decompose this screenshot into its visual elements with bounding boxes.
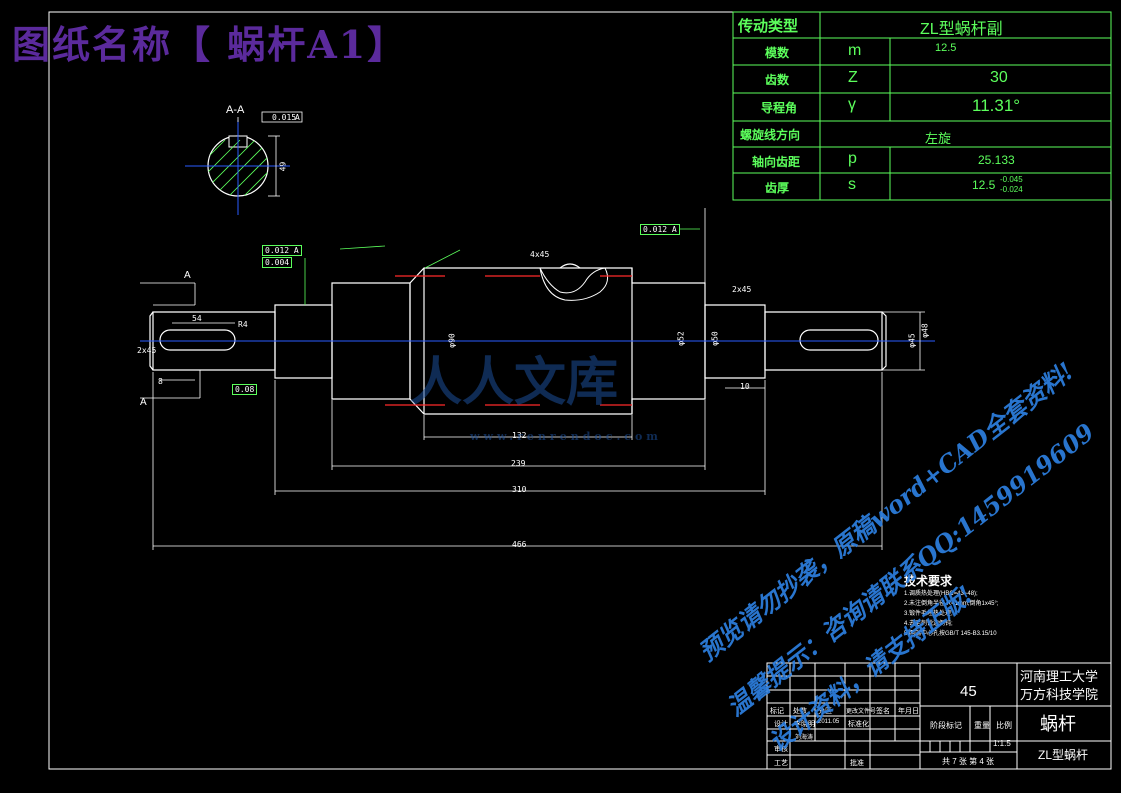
param-symbol-module: m (848, 42, 862, 59)
dim-r4: R4 (238, 320, 248, 329)
rev-doc: 更改文件号 (846, 709, 877, 715)
dimension-lines (140, 208, 925, 550)
process-label: 工艺 (774, 760, 788, 767)
tech-item-3: 3.锻件毛坯热处理; (904, 611, 953, 617)
check-label: 审核 (774, 746, 788, 753)
dim-54: 54 (192, 314, 202, 323)
gdt-c-datum: A (671, 225, 677, 234)
sheet-count: 共 7 张 第 4 张 (942, 757, 995, 766)
section-tol-datum: A (295, 113, 300, 122)
school-line-1: 河南理工大学 (1020, 669, 1099, 684)
table-header-type-value: ZL型蜗杆副 (920, 21, 1003, 38)
dim-phi-48: φ48 (920, 323, 930, 338)
param-value-axial-pitch: 25.133 (978, 153, 1015, 167)
param-value-lead-angle: 11.31° (972, 96, 1021, 115)
table-header-type-label: 传动类型 (738, 18, 799, 35)
gdt-a-value: 0.012 (265, 246, 290, 255)
designer-name: 李晓明 (794, 721, 815, 728)
section-tol-value: 0.015 (272, 113, 297, 122)
design-date: 2011.05 (818, 719, 840, 725)
gdt-a-datum: A (293, 246, 299, 255)
param-tol-lower: -0.024 (1000, 185, 1023, 194)
dim-10: 10 (740, 382, 750, 391)
dim-466: 466 (512, 540, 527, 549)
material: 45 (960, 683, 977, 700)
dim-239: 239 (511, 459, 526, 468)
pitch-lines (385, 275, 632, 406)
param-value-helix: 左旋 (925, 131, 952, 146)
param-tol-upper: -0.045 (1000, 175, 1023, 184)
drawing-code: ZL型蜗杆 (1038, 748, 1089, 762)
param-name-helix: 螺旋线方向 (740, 128, 801, 142)
gdt-runout-a: 0.012 A (262, 245, 302, 256)
tech-item-5: 5.两端中心孔按GB/T 145-B3.15/10 (904, 631, 997, 637)
param-value-module: 12.5 (935, 42, 957, 54)
drawing-border (48, 11, 1112, 770)
dim-132: 132 (512, 431, 527, 440)
dim-8: 8 (158, 377, 163, 386)
drawer-name: 刘海涛 (795, 735, 814, 741)
section-mark-top: A (184, 270, 191, 281)
leaders (304, 228, 700, 305)
gdt-b-value: 0.004 (265, 258, 290, 267)
param-name-lead-angle: 导程角 (761, 101, 798, 115)
dim-310: 310 (512, 485, 527, 494)
part-name: 蜗杆 (1040, 714, 1076, 734)
param-symbol-lead-angle: γ (848, 96, 856, 113)
param-name-tooth-thickness: 齿厚 (765, 181, 790, 195)
dim-phi-50: φ50 (710, 331, 720, 346)
rev-count: 处数 (793, 708, 807, 715)
gdt-runout-c: 0.012 A (640, 224, 680, 235)
param-symbol-axial-pitch: p (848, 150, 857, 167)
rev-zone: 分区 (818, 708, 832, 715)
param-value-tooth-thickness: 12.5 (972, 178, 996, 192)
rev-date: 年月日 (898, 708, 919, 715)
weight-label: 重量 (974, 721, 990, 730)
approve-label: 批准 (850, 760, 864, 767)
scale: 1:1.5 (993, 739, 1011, 748)
param-value-teeth: 30 (990, 69, 1008, 86)
rev-mark: 标记 (770, 708, 784, 715)
param-name-teeth: 齿数 (765, 73, 790, 87)
dim-chamfer-worm: 4x45 (530, 250, 550, 259)
drawing-title: 图纸名称【 蜗杆A1】 (12, 22, 408, 67)
title-block-grid (766, 662, 1112, 770)
tech-item-2: 2.未注倒角半径 R=1mm,倒角1x45°; (904, 601, 999, 607)
gdt-symmetry-d: 0.08 (232, 384, 258, 395)
design-label: 设计 (774, 721, 788, 728)
ratio-label: 比例 (996, 721, 1012, 730)
school-line-2: 万方科技学院 (1020, 687, 1099, 702)
section-view (185, 111, 303, 215)
section-mark-bottom: A (140, 397, 147, 408)
gdt-d-value: 0.08 (235, 385, 255, 394)
dim-phi-45: φ45 (907, 333, 917, 348)
gdt-c-value: 0.012 (643, 225, 668, 234)
gdt-cylindricity-b: 0.004 (262, 257, 293, 268)
rev-sign: 签名 (876, 708, 890, 715)
tech-heading: 技术要求 (904, 574, 953, 588)
params-table-grid (732, 11, 1112, 201)
section-dim: 49 (278, 161, 288, 172)
param-symbol-tooth-thickness: s (848, 176, 856, 193)
section-label: A-A (226, 104, 245, 116)
std-label: 标准化 (848, 721, 869, 728)
stage-label: 阶段标记 (930, 721, 962, 730)
watermark-logo: 人人文库 (410, 352, 619, 413)
tech-item-1: 1.调质热处理(HBC=43~48); (904, 591, 978, 597)
watermark-url: www.renrendoc.com (470, 430, 662, 443)
dim-chamfer-left: 2x45 (137, 346, 157, 355)
param-name-axial-pitch: 轴向齿距 (752, 155, 801, 169)
dim-phi-52: φ52 (676, 331, 686, 346)
dim-chamfer-right: 2x45 (732, 285, 752, 294)
param-name-module: 模数 (765, 46, 790, 60)
param-symbol-teeth: Z (848, 69, 858, 86)
tech-item-4: 4.去毛刺锐边倒钝; (904, 621, 953, 627)
